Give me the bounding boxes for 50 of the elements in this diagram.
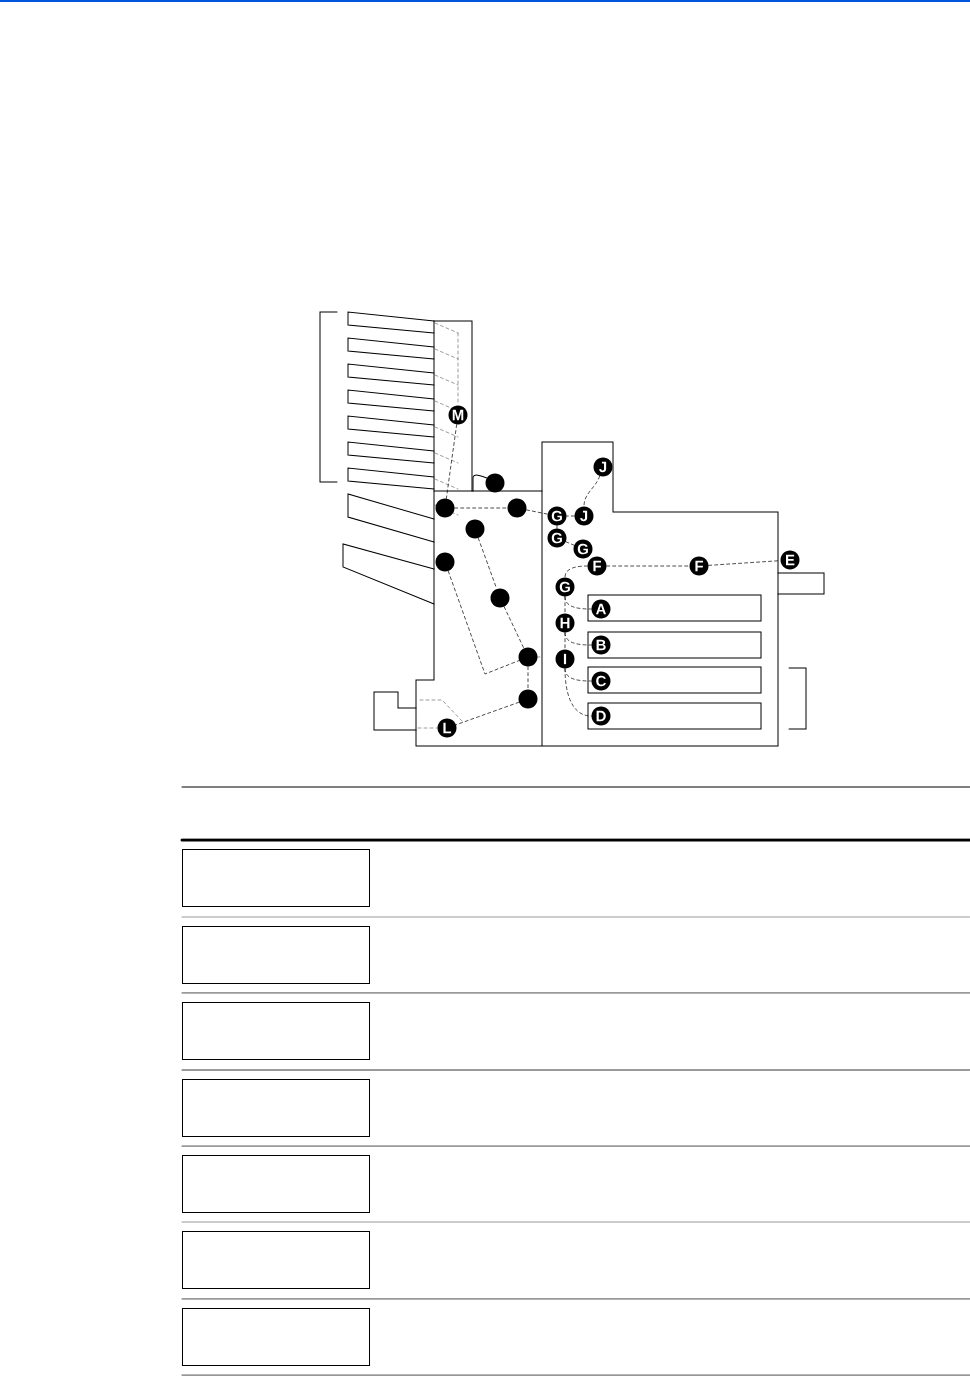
- display-box: [182, 1308, 370, 1366]
- callout-letter: I: [555, 649, 575, 669]
- paper-path: [527, 666, 529, 690]
- callout-letter: E: [780, 550, 800, 570]
- callout-letter: G: [573, 539, 593, 559]
- callout-circle: [490, 588, 510, 608]
- callout-circle: [507, 498, 527, 518]
- callout-letter: L: [437, 718, 457, 738]
- callout-letter: A: [591, 599, 611, 619]
- callout-letter: H: [555, 613, 575, 633]
- paper-path: [564, 596, 566, 614]
- paper-path: [564, 565, 588, 578]
- callout-letter: F: [587, 556, 607, 576]
- paper-path: [564, 632, 566, 650]
- callout-letter: J: [593, 457, 613, 477]
- paper-path: [606, 565, 690, 567]
- paper-path: [583, 475, 601, 507]
- paper-path: [564, 668, 592, 717]
- display-box: [182, 1002, 370, 1060]
- paper-path: [454, 507, 508, 509]
- callout-circle: [435, 498, 455, 518]
- paper-path: [447, 570, 520, 675]
- paper-path: [503, 606, 525, 649]
- callout-letter: F: [689, 556, 709, 576]
- display-box: [182, 1231, 370, 1289]
- display-box: [182, 1079, 370, 1137]
- paper-path: [526, 509, 548, 515]
- callout-letter: M: [448, 405, 468, 425]
- paper-path: [565, 541, 575, 546]
- display-box: [182, 1155, 370, 1213]
- paper-path: [566, 515, 575, 517]
- callout-letter: J: [574, 506, 594, 526]
- callout-circle: [518, 647, 538, 667]
- callout-letter: D: [591, 706, 611, 726]
- callout-letter: G: [547, 506, 567, 526]
- display-box: [182, 849, 370, 907]
- paper-path: [455, 701, 520, 726]
- paper-path: [477, 537, 498, 590]
- callout-circle: [485, 473, 505, 493]
- paper-path: [556, 525, 558, 529]
- callout-circle: [465, 519, 485, 539]
- callout-letter: G: [555, 577, 575, 597]
- display-box: [182, 926, 370, 984]
- paper-path: [446, 424, 457, 499]
- paper-path: [708, 560, 781, 566]
- callout-circle: [518, 689, 538, 709]
- callout-letter: C: [591, 671, 611, 691]
- callout-letter: B: [591, 635, 611, 655]
- callout-circle: [435, 552, 455, 572]
- callout-letter: G: [547, 528, 567, 548]
